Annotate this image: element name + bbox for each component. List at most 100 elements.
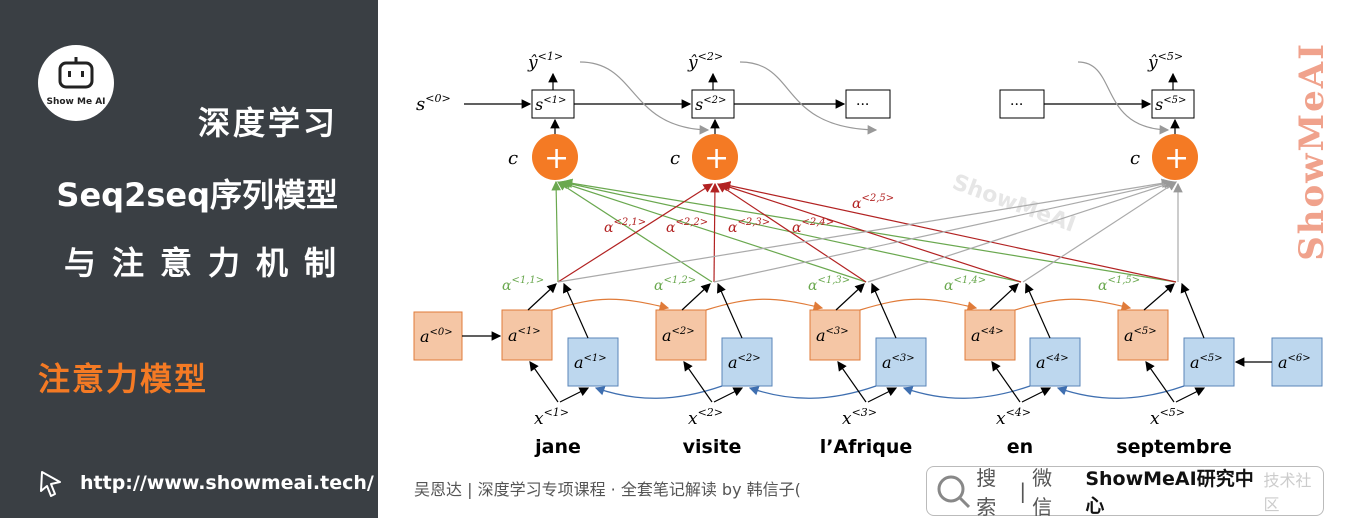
attention-lines-gray — [557, 178, 1183, 283]
forward-connections — [551, 298, 1132, 311]
search-icon — [937, 475, 971, 509]
svg-text:α<1,1>: α<1,1> — [502, 275, 544, 294]
svg-text:···: ··· — [1010, 97, 1023, 113]
svg-text:a<2>: a<2> — [662, 326, 695, 345]
svg-text:x<3>: x<3> — [842, 406, 877, 429]
divider: | — [1019, 479, 1027, 503]
svg-text:septembre: septembre — [1116, 436, 1231, 458]
attention-diagram: ShowMeAI s<0> s<1> s<2> ··· — [413, 50, 1323, 458]
svg-text:+: + — [704, 141, 729, 176]
svg-text:α<1,3>: α<1,3> — [808, 275, 850, 294]
svg-text:a<6>: a<6> — [1278, 353, 1311, 372]
forward-activation-3: a<3> — [809, 309, 861, 361]
svg-text:a<5>: a<5> — [1124, 326, 1157, 345]
svg-text:α<1,2>: α<1,2> — [654, 275, 696, 294]
decoder-state-1: s<1> — [531, 89, 575, 119]
vertical-watermark: ShowMeAI — [1292, 42, 1332, 261]
y-hat-1: ŷ<1> — [527, 50, 563, 73]
input-3: x<3> l’Afrique — [820, 406, 913, 458]
input-2: x<2> visite — [683, 406, 742, 458]
input-1: x<1> jane — [534, 406, 581, 458]
svg-text:visite: visite — [683, 436, 742, 458]
svg-text:a<0>: a<0> — [420, 327, 453, 346]
backward-activation-2: a<2> — [721, 337, 773, 387]
site-url-link[interactable]: http://www.showmeai.tech/ — [80, 472, 374, 494]
robot-icon — [58, 57, 94, 89]
cursor-click-icon — [40, 471, 61, 497]
alpha-labels-green: α<1,1> α<1,2> α<1,3> α<1,4> α<1,5> — [502, 275, 1140, 294]
alpha-labels-red: α<2,1> α<2,2> α<2,3> α<2,4> α<2,5> — [604, 193, 894, 236]
search-label: 搜索 — [976, 466, 997, 519]
svg-text:a<1>: a<1> — [574, 353, 607, 372]
svg-text:c: c — [508, 148, 518, 169]
backward-connections — [594, 385, 1185, 399]
forward-activation-4: a<4> — [964, 309, 1016, 361]
context-node-2: c + — [670, 134, 738, 180]
svg-text:l’Afrique: l’Afrique — [820, 436, 913, 458]
forward-activation-1: a<1> — [501, 309, 553, 361]
svg-text:en: en — [1007, 436, 1033, 458]
svg-text:a<4>: a<4> — [971, 326, 1004, 345]
section-title: 注意力模型 — [38, 360, 209, 398]
y-hat-5: ŷ<5> — [1147, 50, 1183, 73]
decoder-state-5: s<5> — [1151, 89, 1195, 119]
brand-name: ShowMeAI研究中心 — [1085, 468, 1254, 517]
context-node-1: c + — [508, 134, 578, 180]
showmeai-logo: Show Me AI — [38, 45, 114, 121]
svg-text:a<4>: a<4> — [1036, 353, 1069, 372]
faint-community-text: 技术社区 — [1263, 471, 1312, 514]
svg-text:a<3>: a<3> — [816, 326, 849, 345]
svg-text:s<5>: s<5> — [1155, 95, 1186, 114]
input-5: x<5> septembre — [1116, 406, 1231, 458]
a6-node: a<6> — [1271, 337, 1323, 387]
backward-activation-5: a<5> — [1183, 337, 1235, 387]
footer-credit: 吴恩达 | 深度学习专项课程 · 全套笔记解读 by 韩信子( — [414, 480, 801, 499]
backward-activation-3: a<3> — [875, 337, 927, 387]
forward-activation-2: a<2> — [655, 309, 707, 361]
decoder-ellipsis-1: ··· — [845, 89, 891, 119]
svg-text:α<2,5>: α<2,5> — [852, 193, 894, 212]
svg-text:+: + — [544, 141, 569, 176]
context-node-5: c + — [1130, 134, 1198, 180]
input-4: x<4> en — [996, 406, 1033, 458]
sidebar: Show Me AI 深度学习 Seq2seq序列模型 与注意力机制 注意力模型… — [0, 0, 378, 518]
svg-text:x<4>: x<4> — [996, 406, 1031, 429]
logo-text: Show Me AI — [46, 97, 106, 107]
s0-label: s<0> — [416, 92, 451, 115]
a0-node: a<0> — [413, 311, 463, 361]
svg-text:α<1,4>: α<1,4> — [944, 275, 986, 294]
url-row[interactable]: http://www.showmeai.tech/ — [36, 468, 374, 498]
forward-activation-5: a<5> — [1117, 309, 1169, 361]
svg-text:s<2>: s<2> — [695, 95, 726, 114]
svg-text:a<3>: a<3> — [882, 353, 915, 372]
decoder-ellipsis-2: ··· — [999, 89, 1045, 119]
title-line-3: 与注意力机制 — [63, 244, 352, 282]
svg-text:a<1>: a<1> — [508, 326, 541, 345]
svg-text:α<2,1>: α<2,1> — [604, 217, 646, 236]
svg-text:+: + — [1164, 141, 1189, 176]
backward-activation-1: a<1> — [567, 337, 619, 387]
svg-text:x<2>: x<2> — [688, 406, 723, 429]
diagonal-watermark: ShowMeAI — [949, 170, 1079, 238]
svg-text:···: ··· — [856, 97, 869, 113]
svg-text:a<5>: a<5> — [1190, 353, 1223, 372]
decoder-state-2: s<2> — [691, 89, 735, 119]
svg-text:c: c — [670, 148, 680, 169]
title-line-1: 深度学习 — [197, 104, 338, 142]
svg-text:α<2,3>: α<2,3> — [728, 217, 770, 236]
svg-text:jane: jane — [534, 436, 581, 458]
svg-text:α<1,5>: α<1,5> — [1098, 275, 1140, 294]
search-bar[interactable]: 搜索 | 微信 ShowMeAI研究中心 技术社区 — [926, 466, 1324, 519]
wechat-label: 微信 — [1032, 466, 1053, 519]
svg-text:s<1>: s<1> — [535, 95, 566, 114]
svg-text:x<5>: x<5> — [1150, 406, 1185, 429]
svg-text:c: c — [1130, 148, 1140, 169]
y-hat-2: ŷ<2> — [687, 50, 723, 73]
title-line-2: Seq2seq序列模型 — [56, 176, 338, 214]
svg-text:α<2,2>: α<2,2> — [666, 217, 708, 236]
svg-text:x<1>: x<1> — [534, 406, 569, 429]
backward-activation-4: a<4> — [1029, 337, 1081, 387]
svg-text:α<2,4>: α<2,4> — [792, 217, 834, 236]
attention-lines-red — [557, 181, 1177, 283]
svg-text:a<2>: a<2> — [728, 353, 761, 372]
